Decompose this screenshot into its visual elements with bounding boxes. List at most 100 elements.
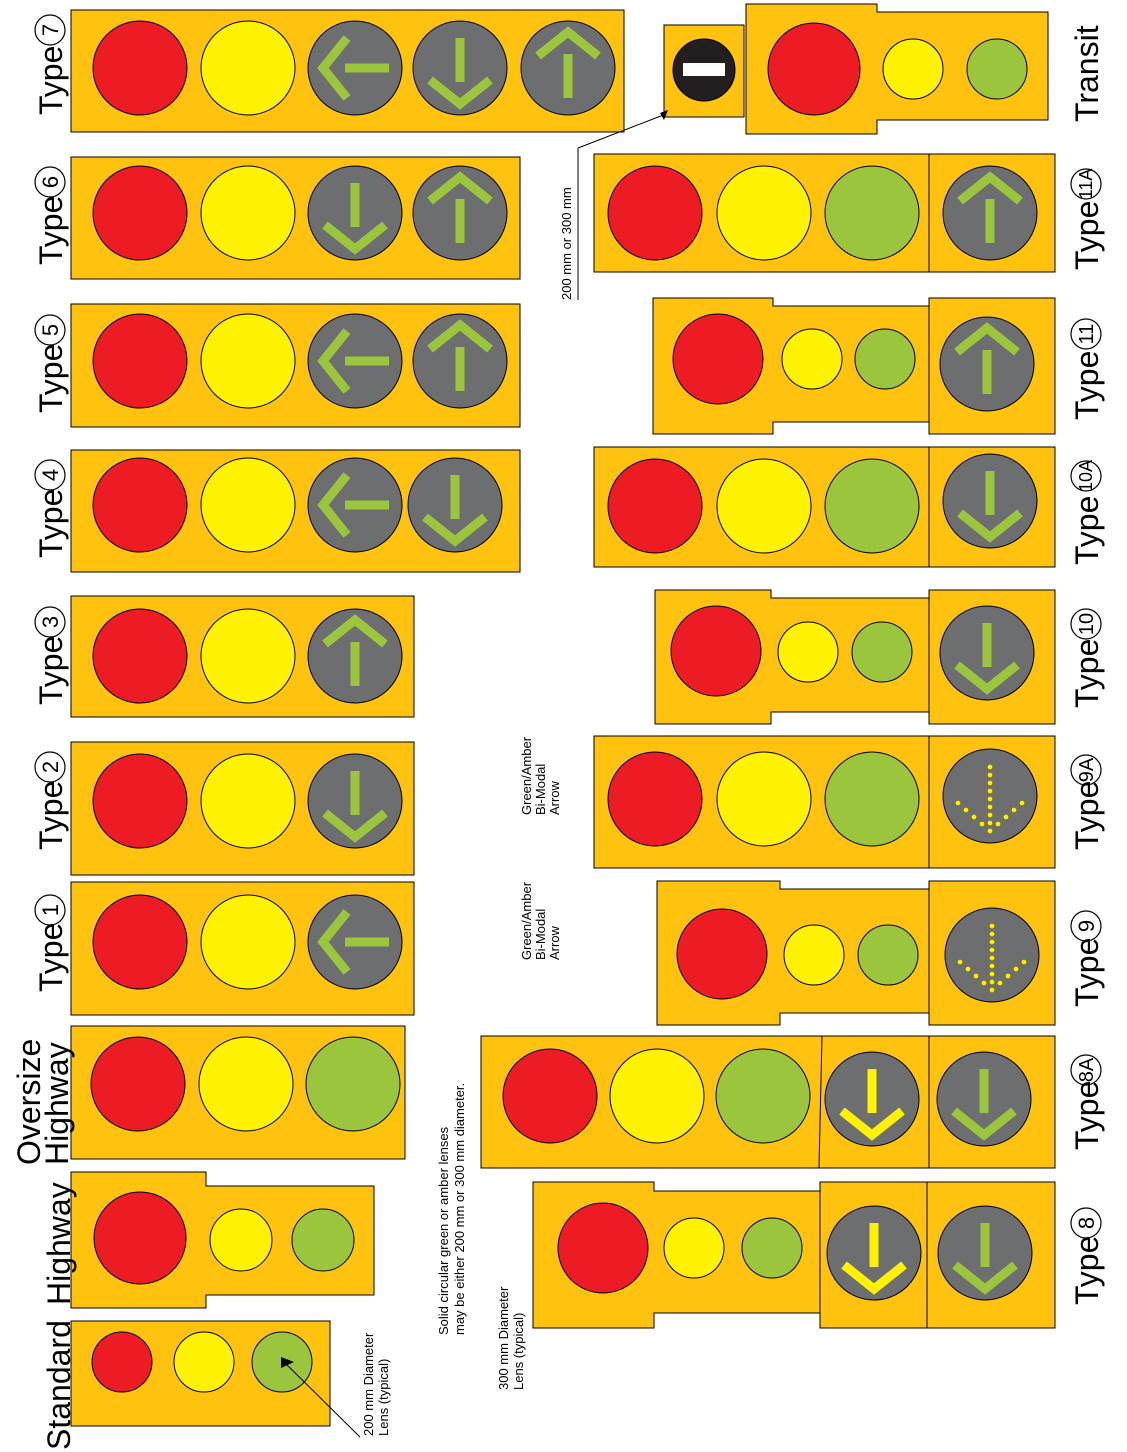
svg-text:Type: Type: [33, 923, 69, 992]
left-arrow-lens: [308, 21, 402, 115]
down-arrow-lens: [308, 166, 402, 260]
green-lens: [825, 752, 919, 846]
amber-lens: [883, 39, 943, 99]
amber-lens: [782, 329, 842, 389]
label-type-10a: Type 10A: [1069, 460, 1105, 565]
note-transit-size: 200 mm or 300 mm: [559, 187, 574, 300]
signal-type-10a: [594, 447, 1055, 567]
signal-type-2: [71, 742, 414, 875]
svg-text:Type: Type: [33, 489, 69, 558]
note-lens300-line1: 300 mm Diameter: [496, 1286, 511, 1390]
amber-lens: [201, 895, 295, 989]
note-bimodal9a-line3: Arrow: [547, 780, 562, 815]
label-type-11: Type 11: [1069, 319, 1105, 420]
note-bimodal9-line2: Bi-Modal: [533, 909, 548, 960]
red-lens: [671, 606, 761, 696]
green-lens: [967, 39, 1027, 99]
amber-lens: [201, 754, 295, 848]
type-number: 11A: [1076, 169, 1096, 200]
type-number: 9: [1074, 920, 1099, 932]
green-lens: [716, 1049, 810, 1143]
svg-text:Type: Type: [1069, 639, 1105, 708]
signal-type-6: [71, 157, 520, 279]
up-arrow-lens: [943, 166, 1037, 260]
type-number: 10A: [1076, 460, 1096, 492]
type-number: 1: [38, 904, 63, 916]
label-transit: Transit: [1069, 25, 1105, 122]
signal-type-5: [71, 304, 520, 427]
up-arrow-lens: [413, 166, 507, 260]
red-lens: [608, 166, 702, 260]
svg-text:Type: Type: [1069, 351, 1105, 420]
signal-type-10: [655, 590, 1055, 724]
green-lens: [292, 1209, 354, 1271]
label-highway: Highway: [41, 1182, 77, 1305]
yellow-down-arrow-lens: [827, 1206, 921, 1300]
svg-text:Type: Type: [1069, 938, 1105, 1007]
signal-type-9a: [594, 736, 1055, 868]
amber-lens: [210, 1209, 272, 1271]
signal-type-3: [71, 596, 414, 717]
label-type-1: Type 1: [33, 895, 69, 992]
green-lens: [825, 459, 919, 553]
green-lens: [306, 1037, 400, 1131]
label-type-8a: Type 8A: [1069, 1055, 1105, 1150]
signal-type-9: [657, 881, 1055, 1025]
red-lens: [93, 609, 187, 703]
note-lens300-line2: Lens (typical): [511, 1313, 526, 1390]
svg-text:Type: Type: [33, 46, 69, 115]
svg-text:Type: Type: [33, 344, 69, 413]
note-lens200-line1: 200 mm Diameter: [361, 1332, 376, 1436]
red-lens: [93, 21, 187, 115]
label-type-9a: Type 9A: [1069, 755, 1105, 850]
label-type-3: Type 3: [33, 607, 69, 705]
green-lens: [742, 1218, 802, 1278]
amber-lens: [201, 609, 295, 703]
label-oversize-line2: Highway: [39, 1042, 75, 1165]
signal-type-11: [653, 298, 1055, 434]
red-lens: [94, 1192, 186, 1284]
left-arrow-lens: [308, 895, 402, 989]
green-lens: [852, 622, 912, 682]
type-number: 8A: [1076, 1057, 1098, 1082]
note-solid-line1: Solid circular green or amber lenses: [436, 1126, 451, 1335]
type-number: 10: [1076, 613, 1098, 635]
svg-text:Type: Type: [1069, 781, 1105, 850]
transit-bar-icon: [683, 63, 725, 76]
red-lens: [768, 23, 860, 115]
type-number: 6: [38, 176, 63, 188]
red-lens: [93, 458, 187, 552]
signal-transit: [664, 4, 1048, 134]
signal-standard: [71, 1321, 330, 1426]
bimodal-arrow-lens: [945, 908, 1039, 1002]
red-lens: [93, 314, 187, 408]
label-type-4: Type 4: [33, 460, 69, 558]
amber-lens: [201, 21, 295, 115]
up-arrow-lens: [308, 609, 402, 703]
amber-lens: [717, 166, 811, 260]
note-lens200-line2: Lens (typical): [376, 1359, 391, 1436]
bimodal-arrow-lens: [943, 749, 1037, 843]
type-number: 2: [38, 761, 63, 773]
label-type-10: Type 10: [1069, 609, 1105, 708]
red-lens: [503, 1049, 597, 1143]
svg-text:Type: Type: [33, 196, 69, 265]
red-lens: [608, 459, 702, 553]
note-solid-line2: may be either 200 mm or 300 mm diameter.: [452, 1083, 467, 1335]
amber-lens: [201, 314, 295, 408]
type-number: 9A: [1076, 757, 1098, 782]
green-lens: [858, 925, 918, 985]
label-type-7: Type 7: [33, 15, 69, 115]
amber-lens: [717, 752, 811, 846]
red-lens: [673, 314, 763, 404]
svg-text:Type: Type: [1069, 1081, 1105, 1150]
type-number: 8: [1074, 1217, 1099, 1229]
signal-highway: [71, 1172, 374, 1308]
red-lens: [93, 895, 187, 989]
red-lens: [677, 909, 767, 999]
green-down-arrow-lens: [938, 1206, 1032, 1300]
green-lens: [855, 329, 915, 389]
red-lens: [608, 752, 702, 846]
amber-lens: [199, 1037, 293, 1131]
down-arrow-lens: [408, 458, 502, 552]
